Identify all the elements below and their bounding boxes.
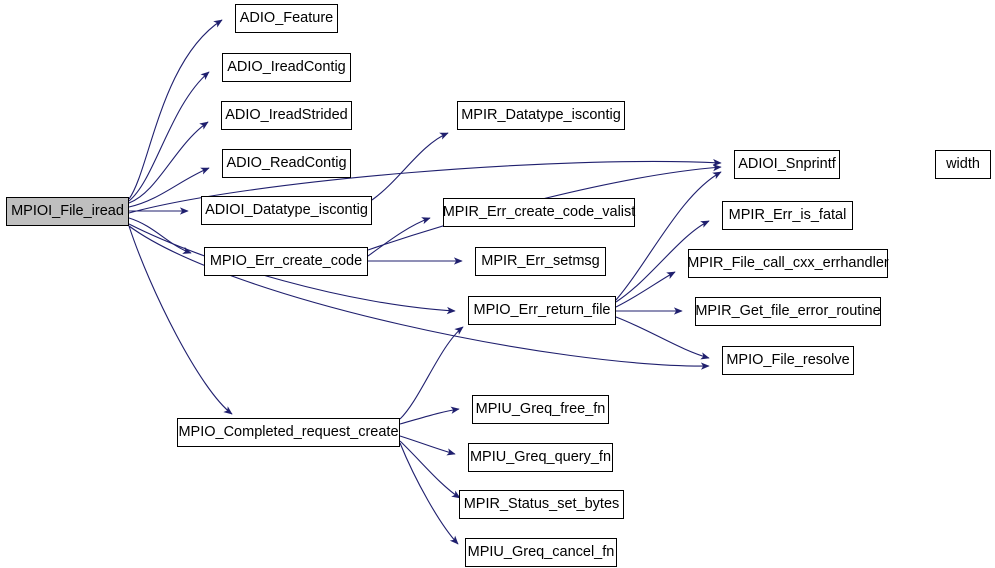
graph-node-adio-readcontig[interactable]: ADIO_ReadContig: [222, 149, 351, 178]
graph-edge: [399, 326, 464, 420]
graph-edge: [128, 71, 210, 202]
graph-edge: [128, 19, 223, 200]
graph-edge: [399, 442, 459, 545]
graph-edge: [399, 435, 456, 456]
graph-node-mpir-datatype-iscontig[interactable]: MPIR_Datatype_iscontig: [457, 101, 625, 130]
graph-node-adioi-datatype-iscontig[interactable]: ADIOI_Datatype_iscontig: [201, 196, 372, 225]
graph-node-width[interactable]: width: [935, 150, 991, 179]
graph-node-mpiu-greq-free-fn[interactable]: MPIU_Greq_free_fn: [472, 395, 609, 424]
graph-node-mpir-err-setmsg[interactable]: MPIR_Err_setmsg: [475, 247, 606, 276]
graph-node-mpir-get-file-error-routine[interactable]: MPIR_Get_file_error_routine: [695, 297, 881, 326]
graph-node-mpir-err-create-code-valist[interactable]: MPIR_Err_create_code_valist: [443, 198, 635, 227]
graph-node-adio-ireadstrided[interactable]: ADIO_IreadStrided: [221, 101, 352, 130]
graph-node-adioi-snprintf[interactable]: ADIOI_Snprintf: [734, 150, 840, 179]
graph-edge: [615, 171, 722, 301]
graph-edge: [128, 121, 209, 204]
graph-node-adio-ireadcontig[interactable]: ADIO_IreadContig: [222, 53, 351, 82]
graph-node-mpiu-greq-query-fn[interactable]: MPIU_Greq_query_fn: [468, 443, 613, 472]
graph-node-mpio-err-create-code[interactable]: MPIO_Err_create_code: [204, 247, 368, 276]
graph-edge: [399, 406, 460, 425]
graph-node-mpio-err-return-file[interactable]: MPIO_Err_return_file: [468, 296, 616, 325]
graph-node-mpir-file-call-cxx-errhandler[interactable]: MPIR_File_call_cxx_errhandler: [687, 249, 889, 278]
graph-edge: [128, 167, 210, 208]
graph-node-adio-feature[interactable]: ADIO_Feature: [235, 4, 338, 33]
graph-edge: [371, 132, 449, 201]
graph-node-mpir-status-set-bytes[interactable]: MPIR_Status_set_bytes: [459, 490, 624, 519]
graph-node-mpio-completed-request-create[interactable]: MPIO_Completed_request_create: [177, 418, 400, 447]
graph-node-mpiu-greq-cancel-fn[interactable]: MPIU_Greq_cancel_fn: [465, 538, 617, 567]
graph-edge: [399, 440, 461, 499]
graph-edge: [128, 217, 192, 254]
graph-node-mpioi-file-iread[interactable]: MPIOI_File_iread: [6, 197, 129, 226]
graph-node-mpir-err-is-fatal[interactable]: MPIR_Err_is_fatal: [722, 201, 853, 230]
graph-edge: [367, 217, 431, 257]
graph-edge: [615, 271, 676, 308]
graph-node-mpio-file-resolve[interactable]: MPIO_File_resolve: [722, 346, 854, 375]
